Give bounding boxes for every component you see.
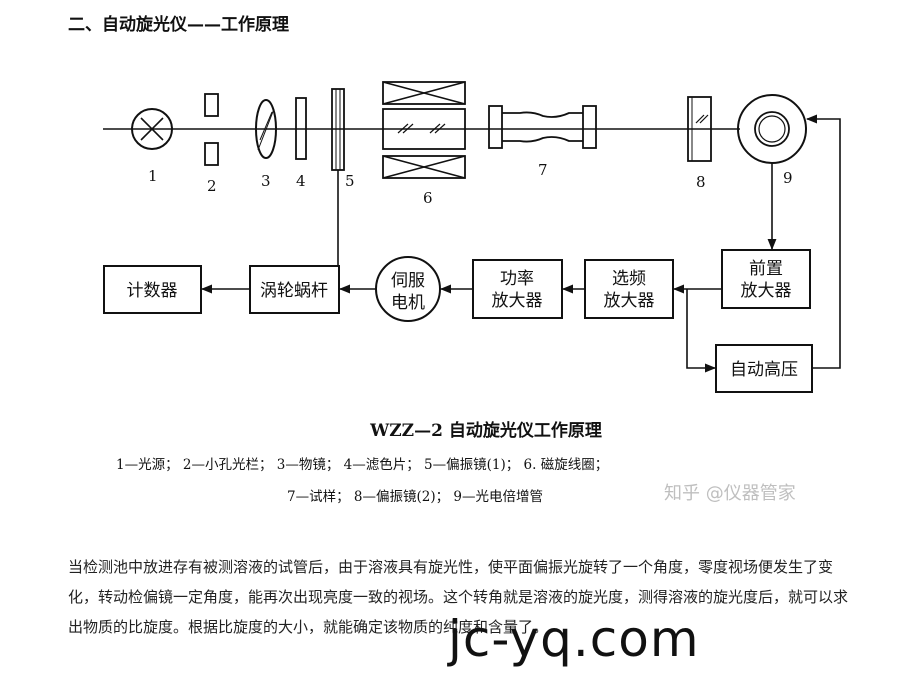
color-filter-icon bbox=[295, 97, 307, 160]
counter-label: 计数器 bbox=[127, 281, 178, 301]
photomultiplier-icon bbox=[737, 94, 807, 164]
component-number-4: 4 bbox=[296, 172, 306, 190]
description-paragraph: 当检测池中放进存有被测溶液的试管后，由于溶液具有旋光性，使平面偏振光旋转了一个角… bbox=[68, 558, 849, 636]
component-number-5: 5 bbox=[345, 172, 355, 190]
polarizer-2-icon bbox=[687, 96, 712, 162]
section-heading: 二、自动旋光仪——工作原理 bbox=[68, 15, 289, 35]
component-number-7: 7 bbox=[538, 161, 548, 179]
preamplifier-label-2: 放大器 bbox=[741, 281, 792, 301]
component-number-8: 8 bbox=[696, 173, 706, 191]
light-source-icon bbox=[131, 108, 173, 150]
selective-amplifier-label-2: 放大器 bbox=[604, 291, 655, 311]
component-number-1: 1 bbox=[148, 167, 158, 185]
component-number-3: 3 bbox=[261, 172, 271, 190]
component-number-2: 2 bbox=[207, 177, 217, 195]
hv-feedback-line bbox=[805, 114, 841, 369]
component-number-9: 9 bbox=[783, 169, 793, 187]
power-amplifier-label-2: 放大器 bbox=[492, 291, 543, 311]
component-number-6: 6 bbox=[423, 189, 433, 207]
select-amp-to-hv-line bbox=[686, 289, 717, 373]
servo-motor-label-1: 伺服 bbox=[391, 271, 425, 291]
auto-high-voltage-label: 自动高压 bbox=[730, 360, 798, 380]
zhihu-watermark: 知乎 @仪器管家 bbox=[664, 483, 796, 504]
preamplifier-label-1: 前置 bbox=[749, 259, 783, 279]
legend-line-2: 7—试样； 8—偏振镜(2)； 9—光电倍增管 bbox=[287, 489, 543, 505]
preamplifier-box bbox=[721, 249, 811, 309]
magnetic-coil-icon bbox=[382, 81, 466, 179]
selective-amplifier-label-1: 选频 bbox=[612, 269, 646, 289]
objective-lens-icon bbox=[255, 99, 277, 159]
diagram-title: WZZ—2 自动旋光仪工作原理 bbox=[369, 420, 602, 441]
pinhole-aperture-icon bbox=[204, 93, 219, 166]
polarimeter-diagram: 1 2 3 4 5 6 7 8 9 计数器 涡轮蜗杆 伺服 电机 功率 放大器 … bbox=[103, 81, 841, 505]
site-watermark: jc-yq.com bbox=[448, 610, 700, 668]
sample-tube-icon bbox=[488, 105, 597, 149]
worm-gear-label: 涡轮蜗杆 bbox=[260, 281, 328, 301]
servo-motor-label-2: 电机 bbox=[391, 293, 425, 313]
power-amplifier-label-1: 功率 bbox=[500, 269, 534, 289]
legend-line-1: 1—光源； 2—小孔光栏； 3—物镜； 4—滤色片； 5—偏振镜(1)； 6. … bbox=[116, 456, 608, 473]
